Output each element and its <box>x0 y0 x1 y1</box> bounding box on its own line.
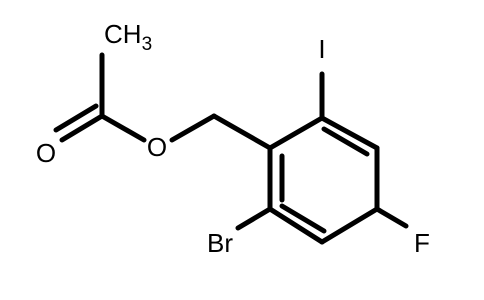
methyl-ch-text: CH <box>104 19 142 49</box>
ring-inner-bond-b <box>279 203 327 234</box>
ring-bond-c1-c2 <box>267 115 325 151</box>
atom-labels: I O O Br F CH3 <box>36 19 430 258</box>
fluorine-label: F <box>414 228 430 258</box>
bond-ester-oxygen-methylene <box>169 113 217 143</box>
bond-methylene-ring <box>211 113 273 151</box>
iodine-label: I <box>318 34 325 64</box>
bromine-label: Br <box>207 228 233 258</box>
ring-bond-c2-c3 <box>319 115 380 151</box>
carbonyl-oxygen-label: O <box>36 138 56 168</box>
bond-carbonyl-ester-oxygen <box>99 113 147 143</box>
methyl-group-label: CH3 <box>104 19 152 55</box>
bond-carbonyl-oxygen-double-inner <box>53 103 99 133</box>
ring-inner-bond-a <box>321 126 370 157</box>
bond-carbonyl-oxygen-double-outer <box>59 113 105 143</box>
ring-bond-c5-c6 <box>267 206 325 245</box>
bond-ring-bromine <box>235 206 273 231</box>
ether-oxygen-label: O <box>147 132 167 162</box>
ring-bond-c4-c5 <box>319 206 380 245</box>
methyl-subscript-text: 3 <box>142 34 153 55</box>
bond-ring-fluorine <box>374 206 409 229</box>
bonds <box>53 52 409 245</box>
